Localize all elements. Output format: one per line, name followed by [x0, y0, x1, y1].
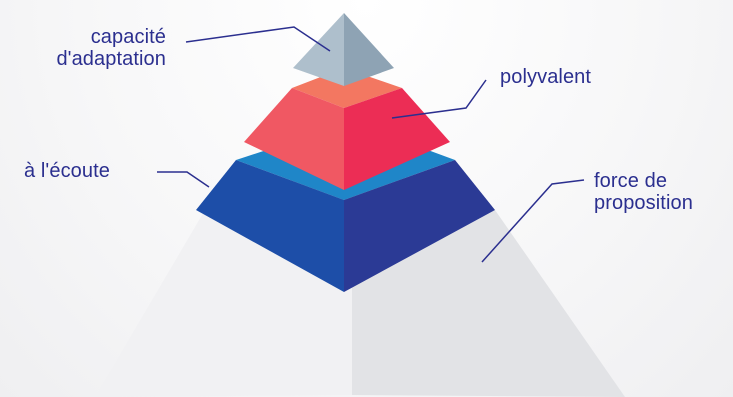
- label-ecoute: à l'écoute: [24, 160, 110, 182]
- label-polyvalent: polyvalent: [500, 66, 592, 88]
- leader-line-ecoute: [157, 171, 210, 188]
- label-capacite-line2: d'adaptation: [56, 48, 166, 70]
- pyramid-tier-top: [293, 13, 394, 86]
- leader-lines: [157, 26, 585, 263]
- leader-line-capacite: [185, 26, 331, 52]
- label-capacite-adaptation: capacité d'adaptation: [18, 26, 166, 70]
- leader-line-force: [481, 179, 585, 263]
- leader-line-polyvalent: [391, 79, 487, 119]
- label-capacite-line1: capacité: [90, 26, 166, 48]
- label-force-proposition: force de proposition: [594, 170, 693, 214]
- label-force-line1: force de: [594, 170, 668, 192]
- label-force-line2: proposition: [594, 192, 693, 214]
